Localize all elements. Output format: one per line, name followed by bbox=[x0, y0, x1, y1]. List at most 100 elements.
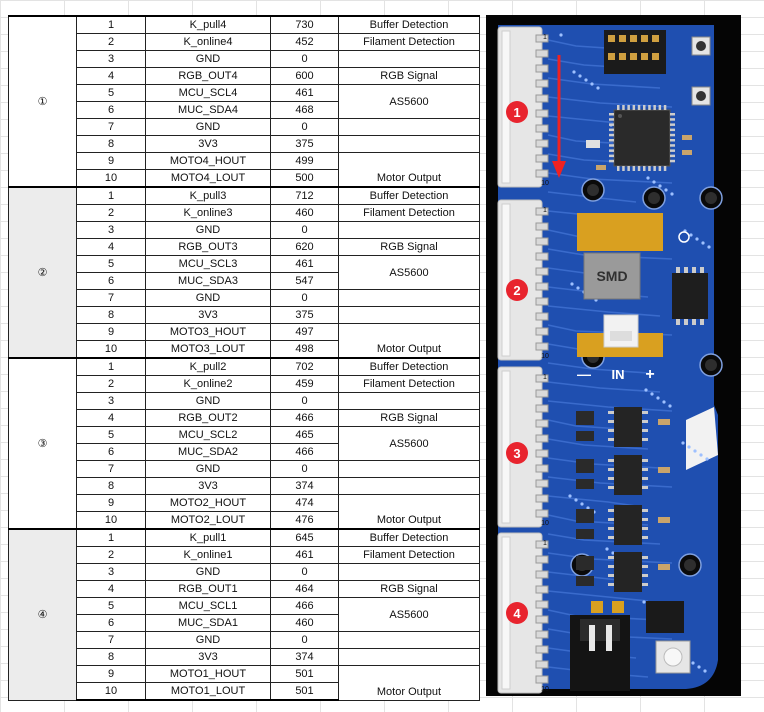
minus-label: — bbox=[577, 366, 591, 382]
chip-pin bbox=[642, 459, 648, 462]
signal-name-cell: 3V3 bbox=[145, 477, 271, 495]
trace bbox=[547, 495, 637, 507]
function-cell-empty bbox=[338, 118, 480, 136]
pin-number-cell: 4 bbox=[76, 238, 146, 256]
signal-name-cell: RGB_OUT3 bbox=[145, 238, 271, 256]
measured-value-cell: 474 bbox=[270, 494, 339, 512]
mosfet bbox=[576, 411, 594, 425]
connector-marker bbox=[506, 602, 528, 624]
measured-value-cell: 0 bbox=[270, 563, 339, 581]
pin-number-cell: 6 bbox=[76, 614, 146, 632]
pin-number-cell: 8 bbox=[76, 477, 146, 495]
pin-number-cell: 3 bbox=[76, 50, 146, 68]
pin-number-cell: 9 bbox=[76, 152, 146, 170]
function-cell-empty bbox=[338, 221, 480, 239]
function-cell: RGB Signal bbox=[338, 67, 480, 85]
connector-pin bbox=[535, 494, 549, 503]
via bbox=[590, 82, 594, 86]
chip-pin bbox=[609, 149, 614, 152]
function-cell: Filament Detection bbox=[338, 375, 480, 393]
connector-pin bbox=[535, 675, 549, 684]
signal-name-cell: MUC_SDA4 bbox=[145, 101, 271, 119]
connector-marker-number: 4 bbox=[513, 606, 521, 621]
signal-name-cell: MCU_SCL4 bbox=[145, 84, 271, 102]
measured-value-cell: 452 bbox=[270, 33, 339, 51]
connector-marker-number: 1 bbox=[513, 105, 520, 120]
battery-contact bbox=[589, 625, 595, 651]
measured-value-cell: 464 bbox=[270, 580, 339, 598]
signal-name-cell: 3V3 bbox=[145, 306, 271, 324]
via bbox=[662, 400, 666, 404]
connector-pin-label: 10 bbox=[541, 520, 549, 527]
connector-label: ① bbox=[8, 15, 77, 188]
chip-pin bbox=[632, 166, 636, 171]
pin-number-cell: 5 bbox=[76, 255, 146, 273]
pad-small bbox=[591, 601, 603, 613]
via bbox=[695, 237, 699, 241]
chip-pin bbox=[700, 267, 704, 273]
signal-name-cell: GND bbox=[145, 118, 271, 136]
smd-resistor bbox=[682, 135, 692, 140]
chip-pin bbox=[609, 154, 614, 158]
chip-pin bbox=[648, 166, 651, 171]
via bbox=[584, 78, 588, 82]
connector-pin bbox=[535, 207, 549, 216]
pin-number-cell: 2 bbox=[76, 33, 146, 51]
signal-name-cell: MOTO2_LOUT bbox=[145, 511, 271, 530]
connector-pin bbox=[535, 252, 549, 261]
motor-driver-chip bbox=[614, 455, 642, 495]
chip-pin bbox=[609, 123, 614, 126]
connector-pin bbox=[535, 297, 549, 306]
measured-value-cell: 501 bbox=[270, 665, 339, 683]
signal-name-cell: MCU_SCL3 bbox=[145, 255, 271, 273]
pin-number-cell: 4 bbox=[76, 580, 146, 598]
connector-pin bbox=[535, 139, 549, 148]
hole-highlight bbox=[684, 559, 696, 571]
pin-number-cell: 1 bbox=[76, 186, 146, 205]
mounting-hole bbox=[678, 553, 702, 577]
battery-holder-top bbox=[580, 619, 620, 641]
chip-pin bbox=[658, 105, 662, 110]
chip-pin bbox=[632, 105, 636, 110]
connector-marker-number: 2 bbox=[513, 283, 520, 298]
pin-number-cell: 4 bbox=[76, 409, 146, 427]
connector-latch bbox=[501, 203, 511, 357]
